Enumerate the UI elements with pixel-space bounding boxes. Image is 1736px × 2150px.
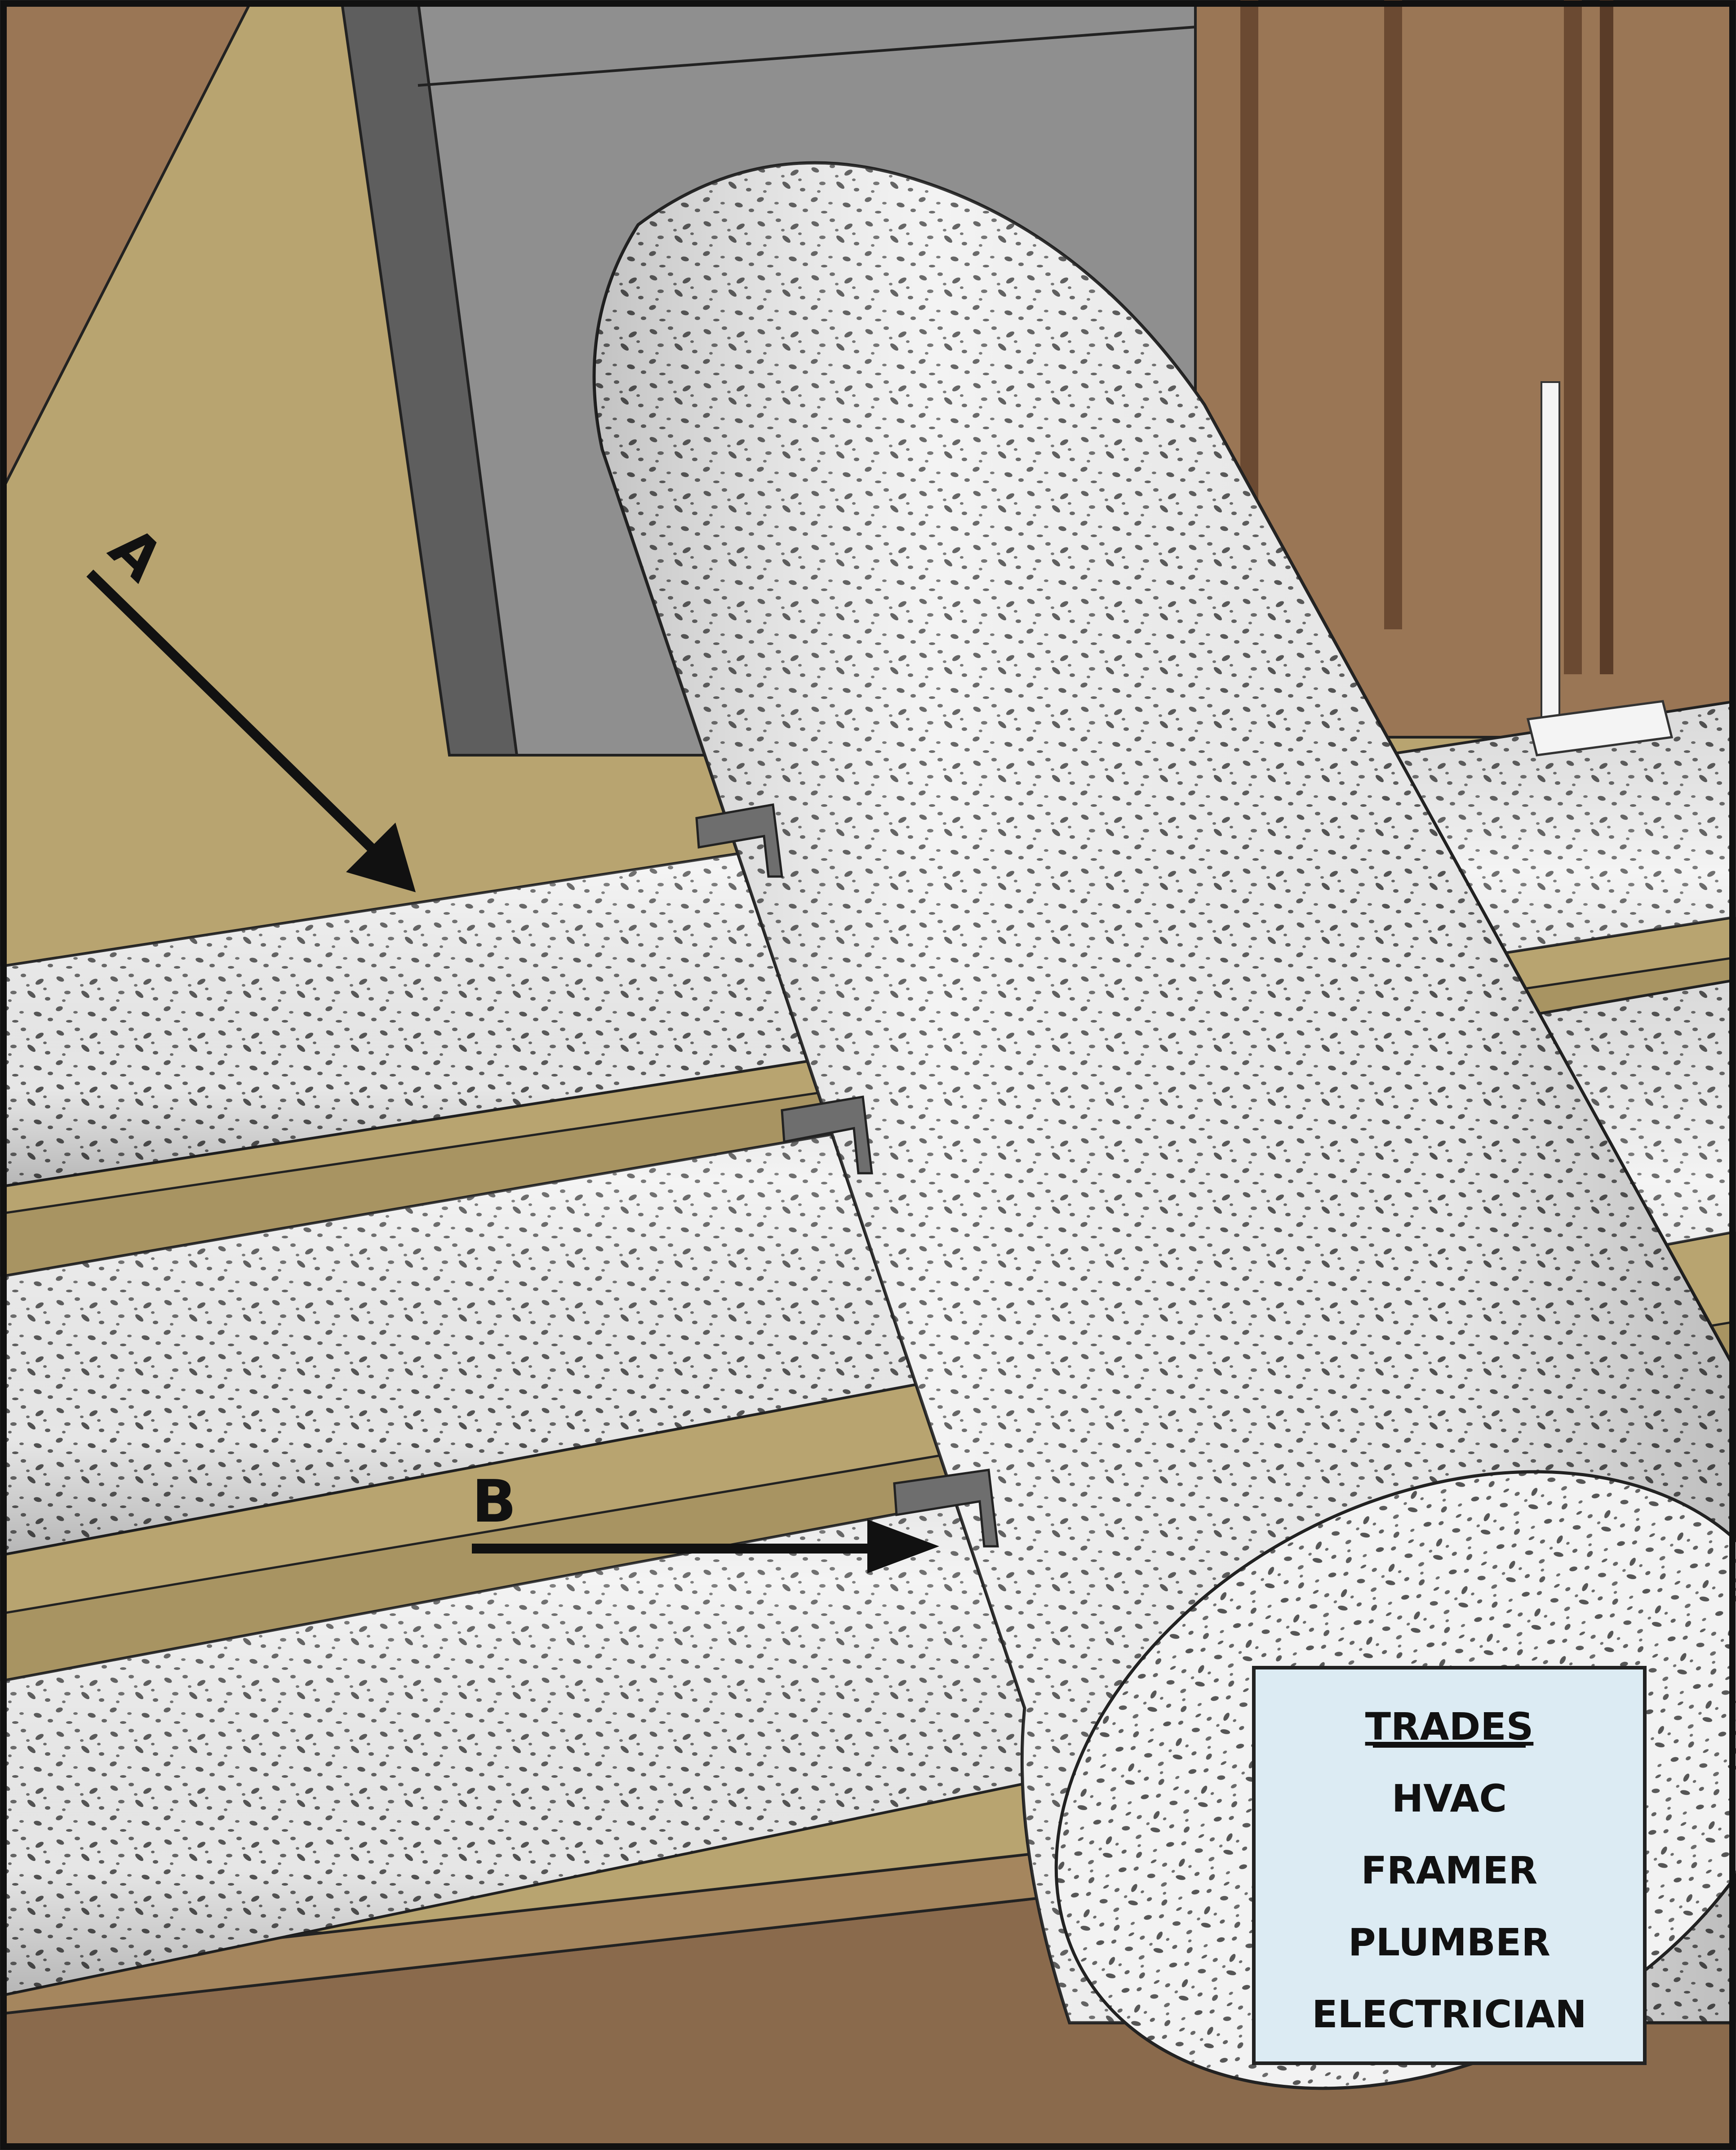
bracket-upper — [695, 803, 783, 878]
legend-item-plumber: PLUMBER — [1348, 1920, 1550, 1964]
stud-3 — [1564, 0, 1582, 674]
legend-item-hvac: HVAC — [1392, 1776, 1507, 1821]
arrow-a-head — [346, 823, 416, 892]
stud-2 — [1384, 0, 1402, 629]
arrow-b-head — [867, 1519, 939, 1573]
left-framing-panel — [0, 0, 253, 495]
trades-legend: TRADES HVAC FRAMER PLUMBER ELECTRICIAN — [1252, 1666, 1647, 2065]
bracket-middle — [781, 1095, 873, 1175]
bracket-lower — [893, 1469, 999, 1548]
stud-4 — [1600, 0, 1613, 674]
legend-item-electrician: ELECTRICIAN — [1312, 1992, 1586, 2036]
legend-item-framer: FRAMER — [1361, 1848, 1538, 1892]
pipe-clip — [1526, 700, 1674, 757]
legend-box — [1252, 1666, 1647, 2065]
legend-heading: TRADES — [1365, 1705, 1534, 1749]
plenum-edge — [417, 26, 1196, 87]
white-pipe-vertical — [1541, 381, 1560, 725]
label-b: B — [472, 1467, 516, 1536]
callout-b: B — [472, 1467, 939, 1573]
